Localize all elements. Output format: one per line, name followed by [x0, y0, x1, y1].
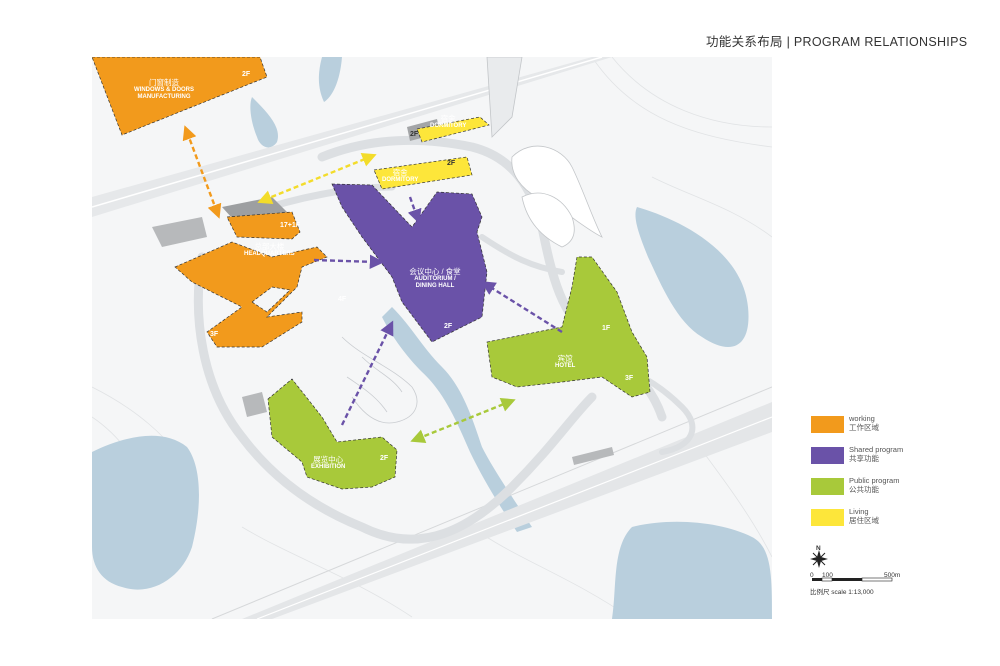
- floor-dormitory-1: 2F: [410, 131, 419, 138]
- arrow-headquarters-auditorium: [313, 254, 385, 269]
- scale-tick-500: 500m: [884, 572, 901, 579]
- pond-north: [250, 97, 278, 148]
- zone-hotel: [486, 256, 651, 398]
- north-arrow-icon: [810, 550, 893, 582]
- label-exhibition: 展览中心 EXHIBITION: [311, 455, 346, 471]
- label-hotel: 宾馆 HOTEL: [555, 354, 576, 370]
- zone-headquarters: [174, 241, 328, 348]
- arrow-manufacturing-headquarters: [182, 125, 222, 219]
- site-plan-map: 门窗制造 WINDOWS & DOORS MANUFACTURING 2F 总部…: [92, 57, 772, 619]
- legend-swatch-public: [811, 478, 844, 495]
- legend-label-cn: 居住区域: [849, 515, 879, 525]
- pond-east: [635, 207, 749, 347]
- scale-bar: [812, 577, 893, 582]
- legend-label-en: Living: [849, 507, 869, 516]
- label-headquarters: 总部大楼 HEADQUARTERS: [244, 242, 295, 258]
- pond-southeast: [612, 521, 772, 619]
- floor-auditorium: 2F: [444, 323, 453, 330]
- legend-swatch-working: [811, 416, 844, 433]
- zone-dormitory-2: [373, 156, 473, 190]
- legend-swatch-shared: [811, 447, 844, 464]
- legend-label-cn: 共享功能: [849, 453, 879, 463]
- legend-swatch-living: [811, 509, 844, 526]
- scale-caption: 比例尺 scale 1:13,000: [810, 589, 874, 596]
- floor-headquarters-3f: 3F: [210, 331, 219, 338]
- scale-block: N 0 100 500m 比例尺 scale 1:13,000: [810, 545, 920, 596]
- site-plan-drawing: [92, 57, 772, 619]
- floor-windows-doors: 2F: [242, 71, 251, 78]
- label-auditorium: 会议中心 / 食堂 AUDITORIUM / DINING HALL: [409, 267, 461, 289]
- label-dormitory-1: 宿舍 DORMITORY: [430, 114, 467, 130]
- legend-label-cn: 公共功能: [849, 484, 879, 494]
- zone-dormitory-1: [416, 116, 490, 143]
- arrow-dormitory-auditorium: [407, 196, 422, 224]
- north-label: N: [816, 545, 821, 552]
- zone-headquarters-tower: [226, 211, 301, 240]
- arrow-exhibition-auditorium: [340, 320, 394, 426]
- floor-headquarters-tower: 17+1F: [280, 222, 301, 229]
- legend-label-en: Shared program: [849, 445, 904, 454]
- legend-label-en: working: [849, 414, 875, 423]
- legend-label-en: Public program: [849, 476, 900, 485]
- arrow-exhibition-hotel: [410, 398, 516, 443]
- pond-southwest: [92, 435, 199, 590]
- floor-exhibition: 2F: [380, 455, 389, 462]
- floor-hotel-1f: 1F: [602, 325, 611, 332]
- label-dormitory-2: 宿舍 DORMITORY: [382, 168, 419, 184]
- zone-exhibition: [267, 378, 398, 490]
- stream-north: [318, 57, 342, 102]
- scale-tick-100: 100: [822, 572, 833, 579]
- floor-dormitory-2: 2F: [447, 160, 456, 167]
- highways: [92, 57, 772, 619]
- scale-tick-0: 0: [810, 572, 814, 579]
- relationship-arrows: [182, 125, 563, 443]
- arrow-headquarters-dormitory: [257, 153, 377, 204]
- floor-hotel-3f: 3F: [625, 375, 634, 382]
- page-title: 功能关系布局 | PROGRAM RELATIONSHIPS: [706, 35, 968, 49]
- arrow-hotel-auditorium: [480, 281, 563, 334]
- label-windows-doors: 门窗制造 WINDOWS & DOORS MANUFACTURING: [134, 78, 194, 100]
- zone-windows-doors: [92, 57, 268, 136]
- legend-label-cn: 工作区域: [849, 422, 879, 432]
- floor-headquarters-4f: 4F: [338, 296, 347, 303]
- tent-structures: [486, 57, 603, 248]
